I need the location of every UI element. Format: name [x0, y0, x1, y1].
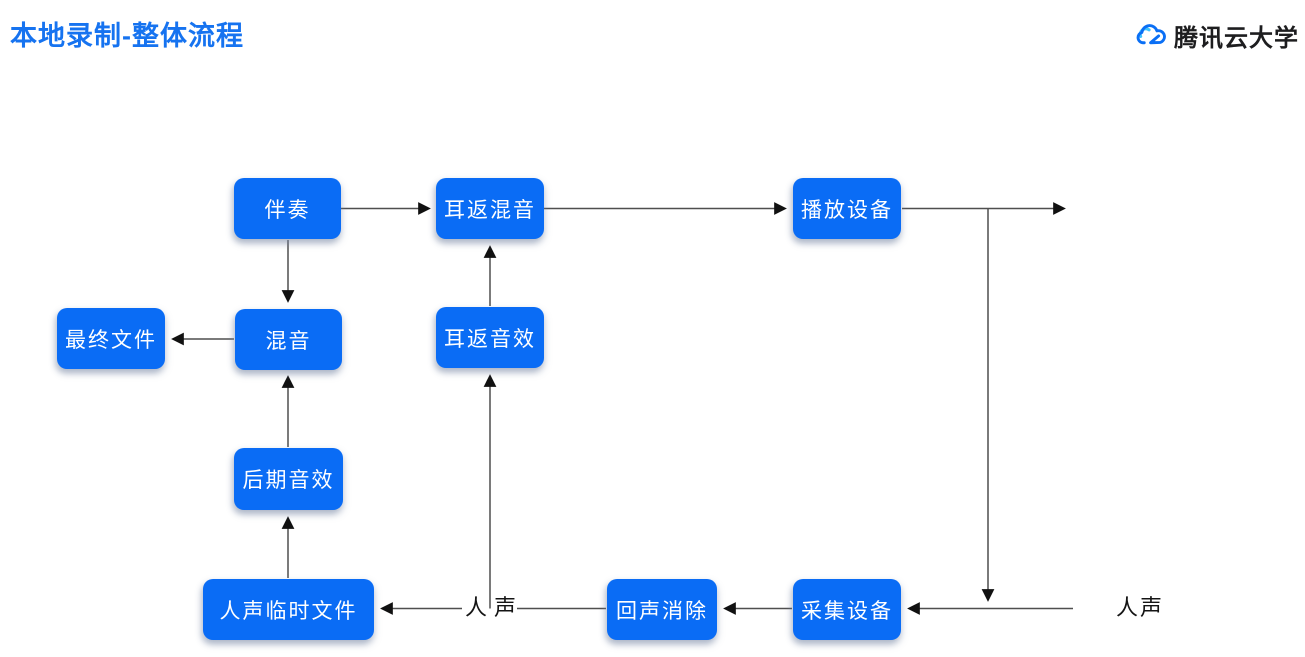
node-ear-monitor-effect: 耳返音效: [436, 307, 544, 368]
node-post-effect: 后期音效: [234, 448, 343, 510]
node-accompaniment: 伴奏: [234, 178, 341, 239]
edge-label-vocal-right: 人声: [1116, 595, 1165, 620]
node-vocal-temp-file: 人声临时文件: [203, 579, 374, 640]
page-title: 本地录制-整体流程: [10, 21, 244, 51]
node-playback-device: 播放设备: [793, 178, 901, 239]
node-mixing: 混音: [235, 309, 342, 370]
node-echo-cancellation: 回声消除: [607, 579, 717, 640]
brand-name: 腾讯云大学: [1174, 25, 1299, 52]
node-ear-monitor-mix: 耳返混音: [436, 178, 544, 239]
tencent-cloud-icon: [1133, 22, 1169, 50]
edge-label-vocal-left: 人声: [465, 595, 524, 620]
node-final-file: 最终文件: [57, 308, 165, 369]
node-capture-device: 采集设备: [793, 579, 901, 640]
brand-logo: 腾讯云大学: [1133, 18, 1299, 53]
